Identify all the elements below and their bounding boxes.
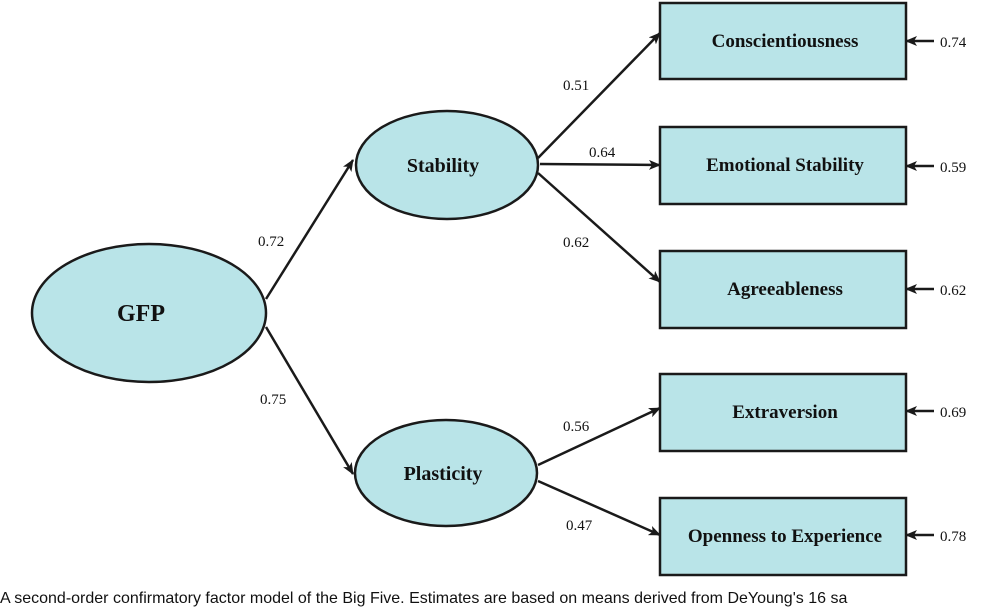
path-stability-conscientiousness — [537, 32, 661, 159]
conscientiousness-label: Conscientiousness — [712, 31, 859, 52]
loading-gfp-plasticity: 0.75 — [260, 392, 286, 408]
stability-node: Stability — [354, 109, 540, 221]
loading-stability-conscientiousness: 0.51 — [563, 78, 589, 94]
emotional-stability-box: Emotional Stability — [658, 125, 908, 206]
residual-conscientiousness: 0.74 — [940, 35, 967, 51]
loading-plasticity-openness: 0.47 — [566, 518, 593, 534]
path-gfp-plasticity — [264, 326, 355, 475]
plasticity-node: Plasticity — [353, 418, 539, 528]
plasticity-label: Plasticity — [404, 463, 483, 485]
factor-model-diagram: GFP Stability Plasticity Conscientiousne… — [30, 1, 967, 577]
loading-stability-agreeableness: 0.62 — [563, 235, 589, 251]
residual-emotional-stability: 0.59 — [940, 160, 966, 176]
agreeableness-box: Agreeableness — [658, 249, 908, 330]
gfp-label: GFP — [117, 301, 165, 327]
openness-box: Openness to Experience — [658, 496, 908, 577]
loading-stability-emotional-stability: 0.64 — [589, 145, 616, 161]
path-plasticity-extraversion — [537, 406, 661, 467]
loading-gfp-stability: 0.72 — [258, 234, 284, 250]
residual-agreeableness: 0.62 — [940, 283, 966, 299]
path-stability-emotional-stability — [539, 159, 661, 170]
figure-caption: A second-order confirmatory factor model… — [0, 590, 848, 607]
openness-label: Openness to Experience — [688, 526, 882, 547]
conscientiousness-box: Conscientiousness — [658, 1, 908, 81]
gfp-node: GFP — [30, 242, 268, 384]
path-plasticity-openness — [537, 479, 661, 537]
residual-openness: 0.78 — [940, 529, 966, 545]
agreeableness-label: Agreeableness — [727, 279, 843, 300]
extraversion-box: Extraversion — [658, 372, 908, 453]
extraversion-label: Extraversion — [732, 402, 838, 423]
path-gfp-stability — [264, 159, 355, 300]
emotional-stability-label: Emotional Stability — [706, 155, 864, 176]
residual-extraversion: 0.69 — [940, 405, 966, 421]
loading-plasticity-extraversion: 0.56 — [563, 419, 590, 435]
stability-label: Stability — [407, 155, 479, 177]
path-stability-agreeableness — [537, 172, 661, 283]
